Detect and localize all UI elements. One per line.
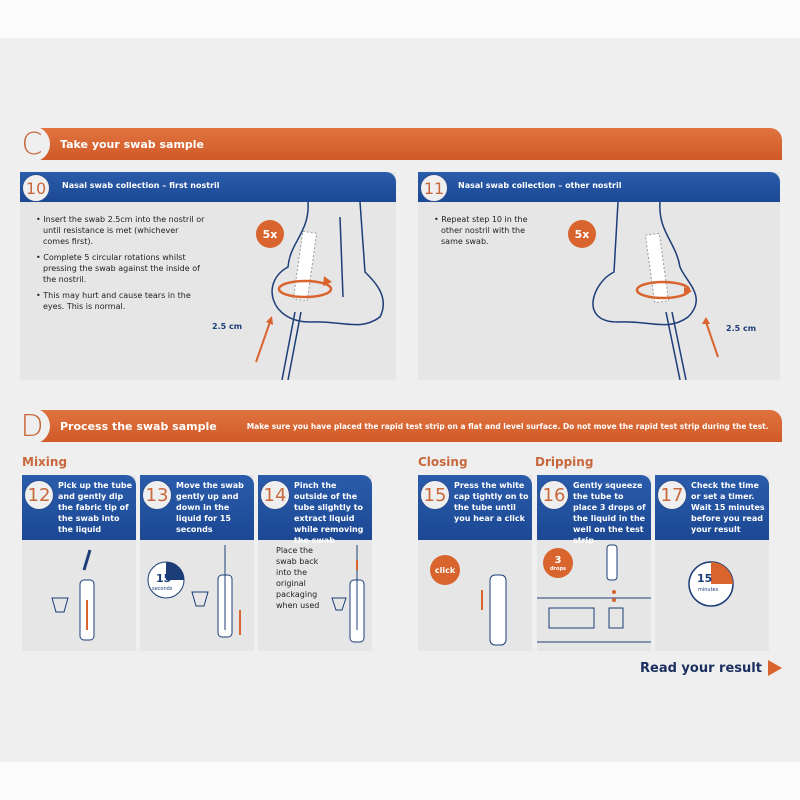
rotations-badge: 5x	[256, 220, 284, 248]
test-strip-illustration	[537, 544, 651, 643]
timer-unit: minutes	[698, 587, 719, 593]
step-14-text: Pinch the outside of the tube slightly t…	[294, 481, 364, 545]
timer-unit: seconds	[152, 586, 173, 592]
step-16-text: Gently squeeze the tube to place 3 drops…	[573, 481, 646, 545]
stir-swab-illustration	[147, 545, 241, 638]
bullet: Repeat step 10 in the other nostril with…	[434, 214, 544, 247]
step-10-number: 10	[22, 174, 50, 202]
group-mixing-label: Mixing	[22, 455, 68, 469]
read-result-link[interactable]: Read your result	[640, 660, 782, 676]
click-badge: click	[430, 555, 460, 585]
drops-unit: drops	[549, 565, 567, 572]
step-16-card: Gently squeeze the tube to place 3 drops…	[537, 475, 651, 651]
step-11-number: 11	[420, 174, 448, 202]
section-c-header: Take your swab sample	[40, 128, 782, 160]
drops-badge: 3 drops	[543, 548, 573, 578]
step-11-instructions: Repeat step 10 in the other nostril with…	[434, 214, 544, 252]
section-d-title: Process the swab sample	[60, 419, 217, 433]
section-d-note: Make sure you have placed the rapid test…	[246, 421, 769, 431]
step-14-number: 14	[260, 480, 290, 510]
arrow-right-icon	[767, 660, 782, 676]
step-17-card: Check the time or set a timer. Wait 15 m…	[655, 475, 769, 651]
step-12-text: Pick up the tube and gently dip the fabr…	[58, 481, 133, 534]
step-13-card: Move the swab gently up and down in the …	[140, 475, 254, 651]
timer-value: 15	[697, 572, 713, 585]
step-15-text: Press the white cap tightly on to the tu…	[454, 481, 529, 523]
step-13-number: 13	[142, 480, 172, 510]
depth-label: 2.5 cm	[726, 324, 757, 333]
group-dripping-label: Dripping	[535, 455, 594, 469]
step-11-panel: Nasal swab collection – other nostril 11…	[418, 172, 780, 380]
section-c-title: Take your swab sample	[60, 137, 205, 151]
section-d-letter: D	[14, 408, 50, 444]
dip-swab-illustration	[51, 549, 95, 641]
step-17-number: 17	[657, 480, 687, 510]
section-c-letter: C	[14, 126, 50, 162]
step-17-text: Check the time or set a timer. Wait 15 m…	[691, 481, 765, 534]
step-12-card: Pick up the tube and gently dip the fabr…	[22, 475, 136, 651]
step-10-panel: Nasal swab collection – first nostril 10…	[20, 172, 396, 380]
rotations-badge: 5x	[568, 220, 596, 248]
timer-illustration	[688, 561, 734, 607]
step-12-number: 12	[24, 480, 54, 510]
bullet: Complete 5 circular rotations whilst pre…	[36, 252, 206, 285]
bullet: Insert the swab 2.5cm into the nostril o…	[36, 214, 206, 247]
read-result-label: Read your result	[640, 660, 762, 676]
step-16-header: Gently squeeze the tube to place 3 drops…	[537, 475, 651, 545]
step-10-header: Nasal swab collection – first nostril	[20, 172, 396, 202]
step-14-note: Place the swab back into the original pa…	[276, 546, 320, 610]
step-15-number: 15	[420, 480, 450, 510]
bullet: This may hurt and cause tears in the eye…	[36, 290, 206, 312]
cap-tube-illustration	[481, 574, 507, 646]
step-13-text: Move the swab gently up and down in the …	[176, 481, 244, 534]
nose-swab-illustration	[255, 201, 385, 380]
step-15-card: Press the white cap tightly on to the tu…	[418, 475, 532, 651]
depth-label: 2.5 cm	[212, 322, 243, 331]
step-16-number: 16	[539, 480, 569, 510]
section-d-header: Process the swab sample Make sure you hav…	[40, 410, 782, 442]
step-10-title: Nasal swab collection – first nostril	[62, 181, 220, 190]
pinch-tube-illustration	[331, 545, 365, 643]
step-11-title: Nasal swab collection – other nostril	[458, 181, 622, 190]
drops-value: 3	[554, 554, 562, 566]
step-14-card: Pinch the outside of the tube slightly t…	[258, 475, 372, 651]
timer-value: 15	[156, 572, 172, 585]
step-11-header: Nasal swab collection – other nostril	[418, 172, 780, 202]
group-closing-label: Closing	[418, 455, 468, 469]
step-10-instructions: Insert the swab 2.5cm into the nostril o…	[36, 214, 206, 317]
nose-swab-illustration	[592, 201, 719, 380]
